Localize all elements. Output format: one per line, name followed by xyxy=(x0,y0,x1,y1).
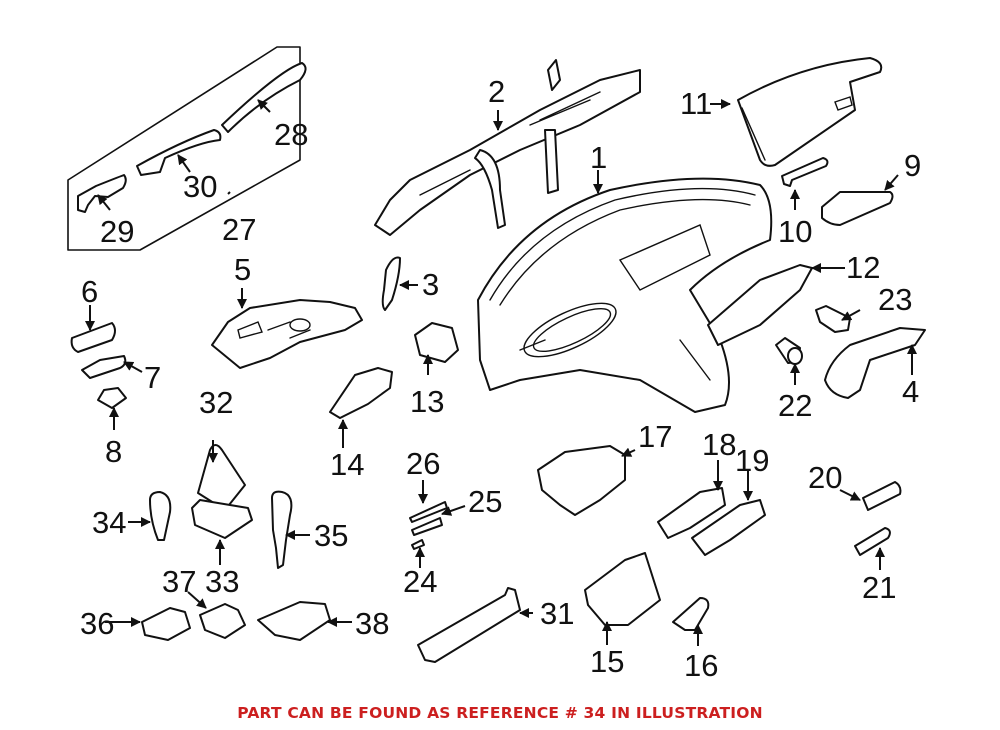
callout-5: 5 xyxy=(234,252,251,287)
callout-29: 29 xyxy=(100,214,134,249)
callout-14: 14 xyxy=(330,447,364,482)
callout-21: 21 xyxy=(862,570,896,605)
callout-19: 19 xyxy=(735,443,769,478)
vent-19[interactable] xyxy=(691,499,766,556)
boot-frame-33[interactable] xyxy=(191,499,253,539)
bracket-13[interactable] xyxy=(414,322,459,363)
callout-7: 7 xyxy=(144,360,161,395)
bezel-37[interactable] xyxy=(199,603,246,639)
callout-9: 9 xyxy=(904,148,921,183)
callout-27: 27 xyxy=(222,212,256,247)
shift-indicator-plate-38[interactable] xyxy=(257,601,331,641)
callout-36: 36 xyxy=(80,606,114,641)
callout-2: 2 xyxy=(488,74,505,109)
trim-kit-group-27[interactable] xyxy=(67,46,307,251)
callout-26: 26 xyxy=(406,446,440,481)
callout-13: 13 xyxy=(410,384,444,419)
insert-24[interactable] xyxy=(411,539,425,550)
callout-8: 8 xyxy=(105,434,122,469)
callout-1: 1 xyxy=(590,140,607,175)
lower-panel-5[interactable] xyxy=(211,299,363,369)
callout-12: 12 xyxy=(846,250,880,285)
instrument-panel-1[interactable] xyxy=(477,177,773,413)
callout-32: 32 xyxy=(199,385,233,420)
callout-15: 15 xyxy=(590,644,624,679)
knee-bolster-14[interactable] xyxy=(329,367,393,419)
switch-bezel-21[interactable] xyxy=(854,527,891,556)
callout-28: 28 xyxy=(274,117,308,152)
switch-bezel-20[interactable] xyxy=(862,481,902,511)
lighter-socket-22[interactable] xyxy=(775,337,803,365)
callout-22: 22 xyxy=(778,388,812,423)
bracket-3[interactable] xyxy=(381,256,401,311)
callout-17: 17 xyxy=(638,419,672,454)
clip-8[interactable] xyxy=(97,387,127,409)
bracket-10[interactable] xyxy=(781,157,829,187)
callout-37: 37 xyxy=(162,564,196,599)
callout-23: 23 xyxy=(878,282,912,317)
trim-panel-31[interactable] xyxy=(417,587,521,663)
trim-panel-12[interactable] xyxy=(707,264,813,346)
bezel-36[interactable] xyxy=(141,607,191,641)
shift-knob-34[interactable] xyxy=(149,491,172,541)
callout-3: 3 xyxy=(422,267,439,302)
reinforcement-beam-2[interactable] xyxy=(374,59,641,236)
part-30-shape[interactable] xyxy=(136,129,222,176)
vent-housing-17[interactable] xyxy=(537,445,626,516)
vent-18[interactable] xyxy=(657,487,726,539)
leader-lines xyxy=(85,99,917,646)
callout-25: 25 xyxy=(468,484,502,519)
reference-caption: PART CAN BE FOUND AS REFERENCE # 34 IN I… xyxy=(237,704,763,722)
air-bag-door-11[interactable] xyxy=(737,57,883,167)
vent-9[interactable] xyxy=(821,191,894,226)
trim-strip-25[interactable] xyxy=(411,517,443,536)
trim-7[interactable] xyxy=(81,355,127,379)
part-28-shape[interactable] xyxy=(221,62,307,133)
callout-24: 24 xyxy=(403,564,437,599)
callout-18: 18 xyxy=(702,427,736,462)
callout-6: 6 xyxy=(81,274,98,309)
bracket-16[interactable] xyxy=(672,597,710,631)
callout-34: 34 xyxy=(92,505,126,540)
cover-6[interactable] xyxy=(70,322,116,353)
trim-strip-26[interactable] xyxy=(409,501,448,523)
callout-11: 11 xyxy=(680,86,712,121)
callout-20: 20 xyxy=(808,460,842,495)
callout-38: 38 xyxy=(355,606,389,641)
switch-23[interactable] xyxy=(815,305,851,333)
console-bracket-15[interactable] xyxy=(584,552,661,626)
shift-knob-automatic-35[interactable] xyxy=(271,490,293,569)
callout-33: 33 xyxy=(205,564,239,599)
callout-35: 35 xyxy=(314,518,348,553)
callout-4: 4 xyxy=(902,374,919,409)
callout-10: 10 xyxy=(778,214,812,249)
callout-31: 31 xyxy=(540,596,574,631)
callout-30: 30 xyxy=(183,169,217,204)
callout-16: 16 xyxy=(684,648,718,683)
callout-labels: 1 2 3 4 5 6 7 8 9 10 11 12 13 14 15 16 1… xyxy=(80,74,921,683)
